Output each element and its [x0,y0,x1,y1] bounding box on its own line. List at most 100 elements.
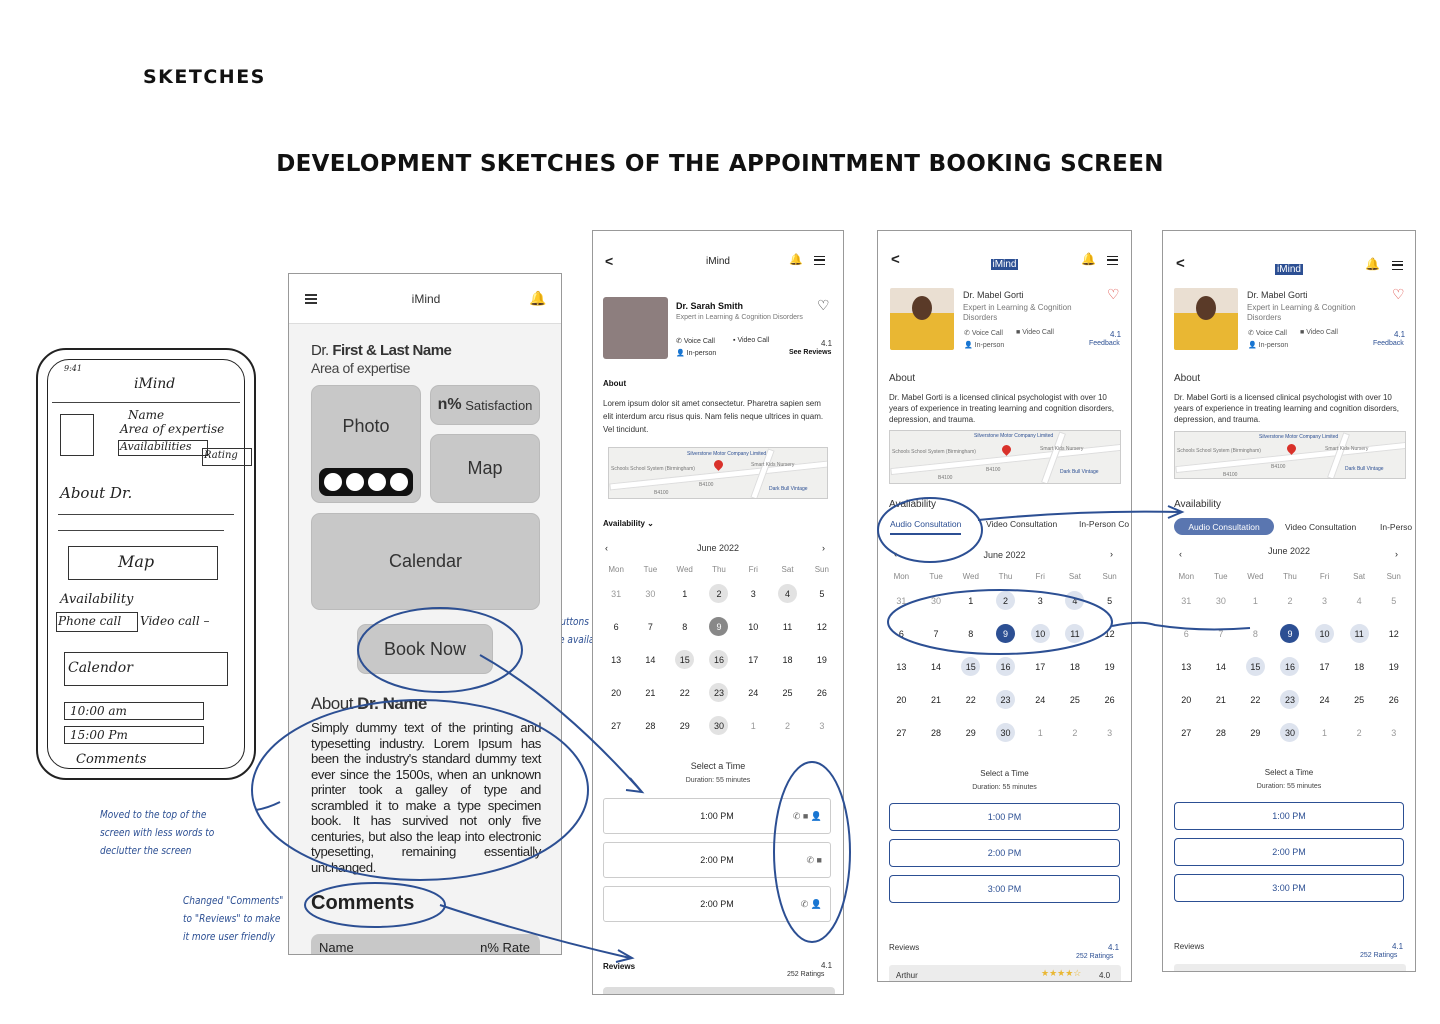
calendar-day[interactable]: 2 [1356,727,1362,738]
calendar-day[interactable]: 19 [816,654,827,665]
back-icon[interactable]: < [605,253,614,269]
calendar-day[interactable]: 3 [1037,595,1043,606]
calendar-day[interactable]: 30 [1273,716,1308,749]
calendar-day[interactable]: 11 [1342,617,1377,650]
calendar-day[interactable]: 5 [1107,595,1113,606]
calendar-day[interactable]: 4 [1356,595,1362,606]
heart-icon[interactable]: ♡ [1392,286,1405,302]
calendar-day[interactable]: 18 [1069,661,1080,672]
calendar-day[interactable]: 21 [931,694,942,705]
calendar-day[interactable]: 25 [1069,694,1080,705]
calendar-day[interactable]: 26 [1388,694,1399,705]
calendar-day[interactable]: 7 [933,628,939,639]
calendar-day[interactable]: 15 [1238,650,1273,683]
prev-month-icon[interactable]: ‹ [605,543,608,553]
calendar-day[interactable]: 30 [645,588,656,599]
calendar-day[interactable]: 6 [898,628,904,639]
calendar-day[interactable]: 7 [647,621,653,632]
tab-in-person[interactable]: In-Person Co [1079,519,1130,529]
calendar-day[interactable]: 12 [1104,628,1115,639]
voice-call[interactable]: ✆ Voice Call [964,330,1003,337]
calendar-day[interactable]: 14 [931,661,942,672]
map-view[interactable]: Silverstone Motor Company Limited School… [889,430,1121,484]
calendar-day[interactable]: 9 [1273,617,1308,650]
calendar-day[interactable]: 5 [819,588,825,599]
tab-audio[interactable]: Audio Consultation [890,519,962,535]
time-slot[interactable]: 2:00 PM✆ 👤 [603,886,831,922]
video-call[interactable]: ▪ Video Call [733,337,770,344]
in-person[interactable]: 👤 In-person [676,350,717,357]
calendar-placeholder[interactable]: Calendar [311,513,540,610]
calendar-day[interactable]: 25 [1354,694,1365,705]
calendar-day[interactable]: 17 [1319,661,1330,672]
calendar-day[interactable]: 4 [1058,584,1093,617]
calendar-day[interactable]: 13 [611,654,622,665]
calendar-day[interactable]: 1 [750,720,756,731]
calendar-day[interactable]: 30 [702,709,736,742]
calendar-day[interactable]: 16 [988,650,1023,683]
time-slot[interactable]: 1:00 PM✆ ■ 👤 [603,798,831,834]
bell-icon[interactable]: 🔔 [789,254,803,266]
calendar-day[interactable]: 6 [1183,628,1189,639]
in-person[interactable]: 👤 In-person [964,342,1005,349]
calendar-day[interactable]: 15 [953,650,988,683]
map-view[interactable]: Silverstone Motor Company Limited School… [608,447,828,499]
availability-dropdown[interactable]: Availability ⌄ [603,519,654,528]
calendar-day[interactable]: 20 [611,687,622,698]
calendar-day[interactable]: 13 [896,661,907,672]
calendar-day[interactable]: 6 [613,621,619,632]
in-person[interactable]: 👤 In-person [1248,342,1289,349]
calendar-day[interactable]: 9 [702,610,736,643]
calendar-day[interactable]: 28 [931,727,942,738]
map-view[interactable]: Silverstone Motor Company Limited School… [1174,431,1406,479]
bell-icon[interactable]: 🔔 [1365,257,1380,271]
calendar-day[interactable]: 2 [988,584,1023,617]
video-call[interactable]: ■ Video Call [1016,329,1054,336]
calendar-day[interactable]: 23 [988,683,1023,716]
calendar-day[interactable]: 26 [816,687,827,698]
calendar-day[interactable]: 11 [1058,617,1093,650]
calendar-day[interactable]: 1 [1037,727,1043,738]
calendar-day[interactable]: 31 [896,595,907,606]
next-month-icon[interactable]: › [1395,549,1398,559]
calendar-day[interactable]: 27 [896,727,907,738]
calendar-day[interactable]: 28 [645,720,656,731]
calendar-day[interactable]: 7 [1218,628,1224,639]
tab-video[interactable]: Video Consultation [1285,522,1357,532]
calendar-day[interactable]: 3 [750,588,756,599]
calendar-day[interactable]: 10 [1023,617,1058,650]
time-slot[interactable]: 2:00 PM✆ ■ [603,842,831,878]
calendar-day[interactable]: 21 [1215,694,1226,705]
calendar-day[interactable]: 10 [748,621,759,632]
back-icon[interactable]: < [891,251,900,268]
heart-icon[interactable]: ♡ [817,297,830,313]
calendar-day[interactable]: 8 [968,628,974,639]
calendar-day[interactable]: 14 [645,654,656,665]
calendar-day[interactable]: 14 [1215,661,1226,672]
calendar-day[interactable]: 27 [1181,727,1192,738]
time-slot[interactable]: 1:00 PM [1174,802,1404,830]
menu-icon[interactable] [305,294,317,304]
calendar-day[interactable]: 2 [702,577,736,610]
calendar-day[interactable]: 3 [1322,595,1328,606]
menu-icon[interactable] [814,256,825,265]
calendar-day[interactable]: 22 [1250,694,1261,705]
calendar-day[interactable]: 17 [748,654,759,665]
prev-month-icon[interactable]: ‹ [1179,549,1182,559]
feedback-link[interactable]: Feedback [1373,340,1404,347]
calendar-day[interactable]: 3 [1391,727,1397,738]
calendar-day[interactable]: 27 [611,720,622,731]
calendar-day[interactable]: 16 [702,643,736,676]
calendar-day[interactable]: 2 [785,720,791,731]
feedback-link[interactable]: Feedback [1089,340,1120,347]
calendar-day[interactable]: 8 [682,621,688,632]
calendar-day[interactable]: 4 [770,577,804,610]
time-slot[interactable]: 1:00 PM [889,803,1120,831]
tab-video[interactable]: Video Consultation [986,519,1058,529]
bell-icon[interactable]: 🔔 [1081,252,1096,266]
next-month-icon[interactable]: › [822,543,825,553]
calendar-day[interactable]: 29 [965,727,976,738]
calendar-day[interactable]: 19 [1388,661,1399,672]
bell-icon[interactable]: 🔔 [529,290,547,306]
next-month-icon[interactable]: › [1110,549,1113,559]
